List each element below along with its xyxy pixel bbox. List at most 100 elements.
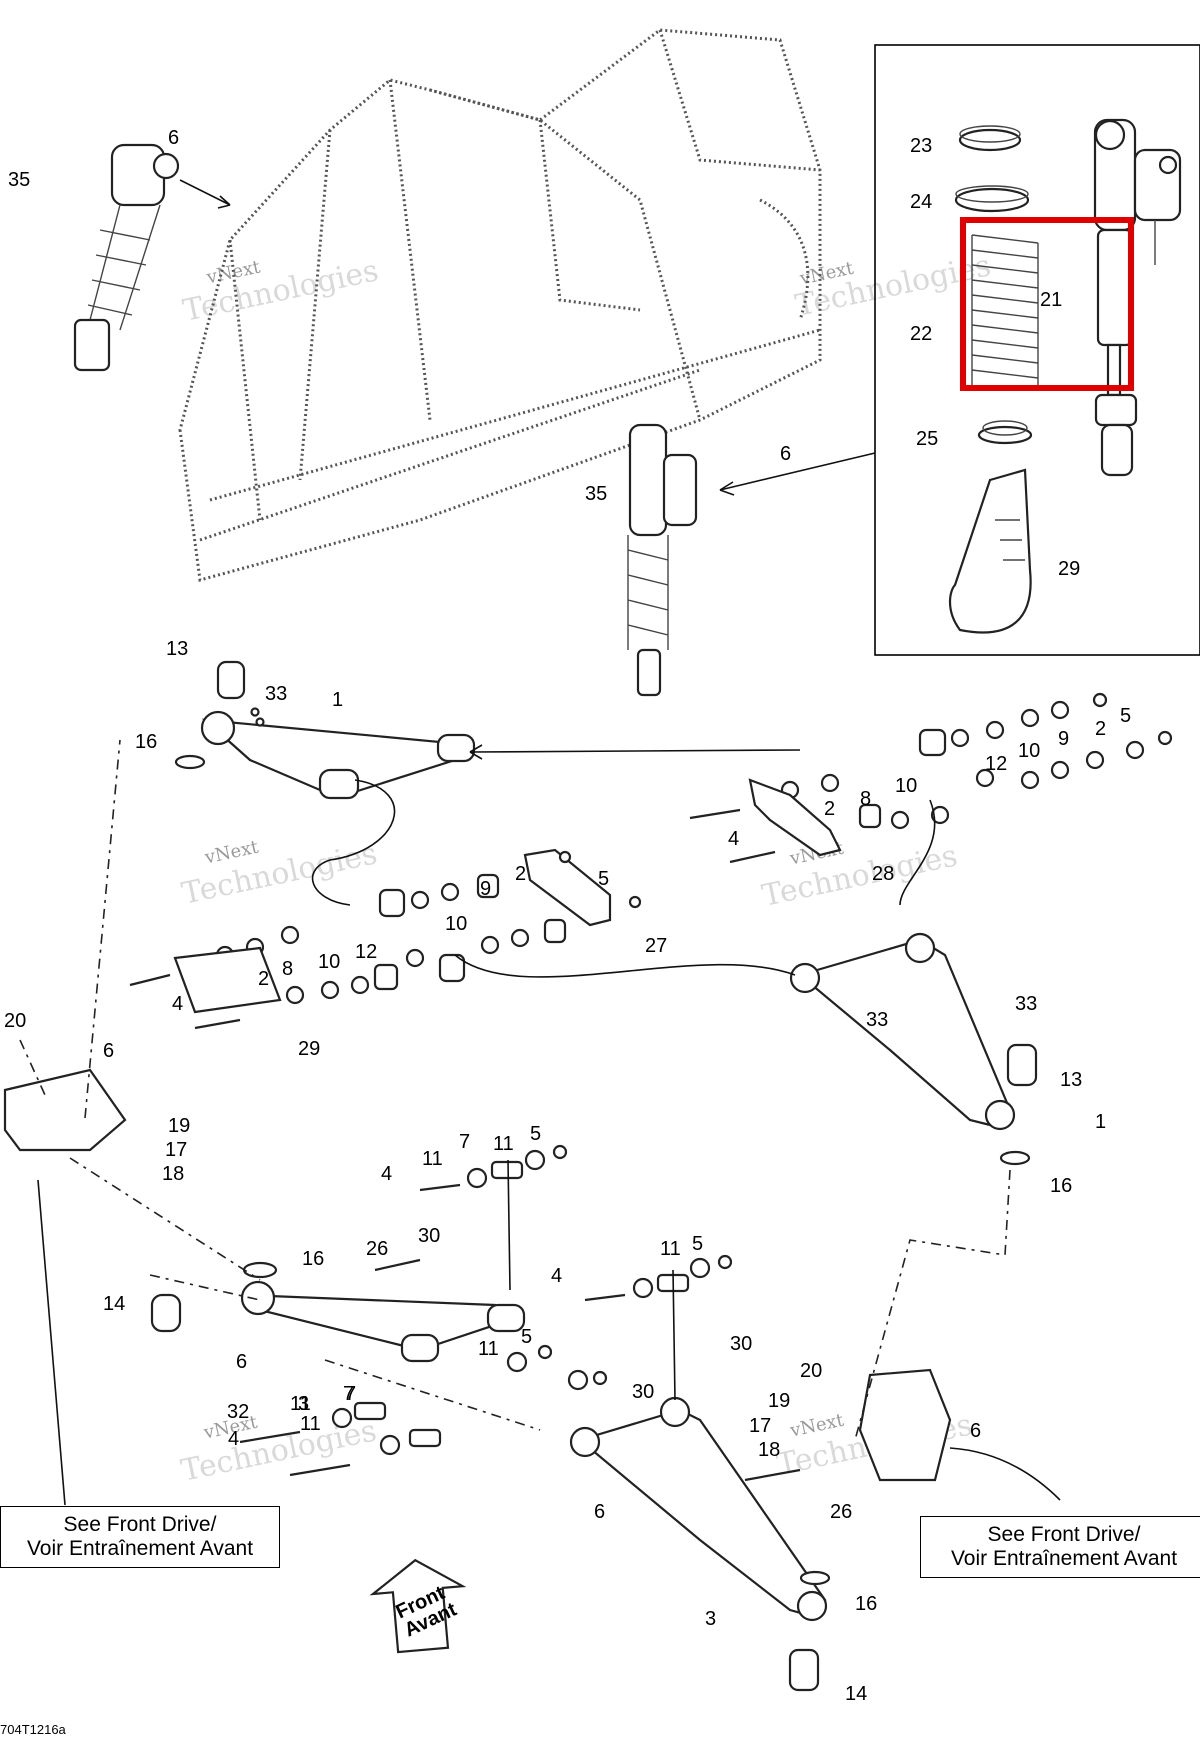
callout-26: 26 xyxy=(366,1238,388,1260)
callout-9: 9 xyxy=(480,878,491,900)
note-line1: See Front Drive/ xyxy=(987,1523,1141,1546)
callout-11: 11 xyxy=(660,1238,681,1260)
callout-3: 3 xyxy=(705,1608,716,1630)
callout-10: 10 xyxy=(445,913,467,935)
note-line1: See Front Drive/ xyxy=(63,1513,217,1536)
hardware-stacks xyxy=(3,692,1173,1482)
callout-23: 23 xyxy=(910,135,932,157)
callout-13: 13 xyxy=(166,638,188,660)
note-line2: Voir Entraînement Avant xyxy=(26,1537,254,1560)
bushing-stack-center xyxy=(129,848,642,1030)
watermark: vNext Technologies xyxy=(179,836,380,912)
callout-5: 5 xyxy=(692,1233,703,1255)
bushing-stack-upper-right xyxy=(689,692,1173,864)
callout-17: 17 xyxy=(749,1415,771,1437)
callout-35: 35 xyxy=(585,483,607,505)
callout-12: 12 xyxy=(985,753,1007,775)
callout-20: 20 xyxy=(800,1360,822,1382)
flow-lines xyxy=(19,739,1061,1506)
watermark: vNext Technologies xyxy=(180,253,381,329)
callout-5: 5 xyxy=(598,868,609,890)
highlight-box xyxy=(960,217,1134,391)
vehicle-frame xyxy=(178,28,822,582)
callout-2: 2 xyxy=(515,863,526,885)
callout-29: 29 xyxy=(298,1038,320,1060)
front-drive-note-left: See Front Drive/ Voir Entraînement Avant xyxy=(0,1506,280,1568)
callout-11: 11 xyxy=(493,1133,514,1155)
callout-10: 10 xyxy=(895,775,917,797)
callout-29: 29 xyxy=(1058,558,1080,580)
shock-absorber-left xyxy=(73,143,231,372)
callout-6: 6 xyxy=(236,1351,247,1373)
callout-14: 14 xyxy=(103,1293,125,1315)
callout-32: 32 xyxy=(227,1401,249,1423)
callout-13: 13 xyxy=(1060,1069,1082,1091)
watermark-line2: Technologies xyxy=(180,253,381,329)
lower-a-arm-right xyxy=(569,1396,831,1692)
callout-24: 24 xyxy=(910,191,932,213)
callout-5: 5 xyxy=(1120,705,1131,727)
callout-18: 18 xyxy=(162,1163,184,1185)
lower-a-arm-left xyxy=(150,1261,526,1363)
knuckles xyxy=(3,1068,952,1482)
callout-11: 11 xyxy=(422,1148,443,1170)
callout-33: 33 xyxy=(866,1009,888,1031)
callout-4: 4 xyxy=(381,1163,392,1185)
shock-absorber-center xyxy=(627,423,698,697)
front-drive-note-right: See Front Drive/ Voir Entraînement Avant xyxy=(920,1516,1200,1578)
callout-1: 1 xyxy=(332,689,343,711)
callout-30: 30 xyxy=(730,1333,752,1355)
callout-22: 22 xyxy=(910,323,932,345)
callout-16: 16 xyxy=(855,1593,877,1615)
callout-16: 16 xyxy=(302,1248,324,1270)
callout-30: 30 xyxy=(418,1225,440,1247)
callout-10: 10 xyxy=(1018,740,1040,762)
callout-11: 11 xyxy=(290,1393,311,1415)
callout-35: 35 xyxy=(8,169,30,191)
bushing-stack-lower xyxy=(239,1144,801,1482)
shock-body-21 xyxy=(1093,118,1182,477)
callout-16: 16 xyxy=(1050,1175,1072,1197)
callout-19: 19 xyxy=(768,1390,790,1412)
boot-29 xyxy=(948,468,1032,634)
callout-10: 10 xyxy=(318,951,340,973)
callout-33: 33 xyxy=(1015,993,1037,1015)
callout-16: 16 xyxy=(135,731,157,753)
callout-14: 14 xyxy=(845,1683,867,1705)
callout-27: 27 xyxy=(645,935,667,957)
callout-2: 2 xyxy=(1095,718,1106,740)
callout-11: 11 xyxy=(478,1338,499,1360)
callout-33: 33 xyxy=(265,683,287,705)
shock-detail-inset xyxy=(874,44,1200,656)
callout-7: 7 xyxy=(343,1383,354,1405)
callout-11: 11 xyxy=(300,1413,321,1435)
upper-a-arm-left xyxy=(174,660,476,800)
callout-5: 5 xyxy=(521,1326,532,1348)
callout-6: 6 xyxy=(780,443,791,465)
callout-5: 5 xyxy=(530,1123,541,1145)
callout-4: 4 xyxy=(172,993,183,1015)
spring-22 xyxy=(971,234,1039,385)
callout-4: 4 xyxy=(728,828,739,850)
callout-6: 6 xyxy=(594,1501,605,1523)
callout-6: 6 xyxy=(970,1420,981,1442)
callout-18: 18 xyxy=(758,1439,780,1461)
callout-7: 7 xyxy=(459,1131,470,1153)
inset-to-shock-arrow xyxy=(719,452,876,491)
callout-28: 28 xyxy=(872,863,894,885)
callout-8: 8 xyxy=(282,958,293,980)
callout-3: 3 xyxy=(298,1393,309,1415)
callout-12: 12 xyxy=(355,941,377,963)
callout-7: 7 xyxy=(345,1383,356,1405)
callout-6: 6 xyxy=(103,1040,114,1062)
upper-a-arm-right xyxy=(789,932,1038,1166)
callout-30: 30 xyxy=(632,1381,654,1403)
callout-6: 6 xyxy=(168,127,179,149)
callout-20: 20 xyxy=(4,1010,26,1032)
callout-26: 26 xyxy=(830,1501,852,1523)
callout-2: 2 xyxy=(824,798,835,820)
callout-17: 17 xyxy=(165,1139,187,1161)
callout-8: 8 xyxy=(860,788,871,810)
